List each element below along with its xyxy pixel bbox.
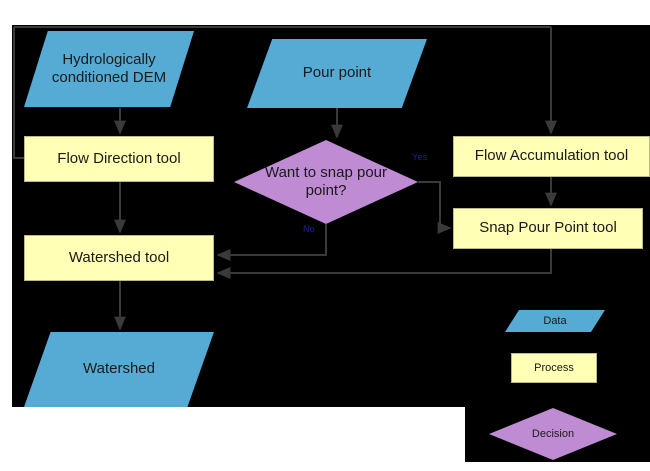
node-label: Watershed tool — [68, 248, 170, 266]
legend-label: Process — [534, 362, 574, 374]
node-label: Pour point — [302, 64, 372, 82]
legend-label: Decision — [531, 428, 575, 440]
node-flow-accumulation-tool[interactable]: Flow Accumulation tool — [453, 136, 650, 177]
legend-label: Data — [543, 315, 567, 327]
branch-label-no: No — [303, 224, 316, 234]
node-label: Watershed — [83, 360, 155, 378]
node-label: Hydrologically conditioned DEM — [51, 50, 167, 86]
branch-label-yes: Yes — [412, 152, 428, 162]
node-flow-direction-tool[interactable]: Flow Direction tool — [24, 136, 214, 182]
legend-item-data: Data — [505, 310, 605, 332]
node-watershed-tool[interactable]: Watershed tool — [24, 235, 214, 281]
wire-left-rail — [13, 27, 24, 159]
wire-decision-no-to-watershedtool — [216, 224, 327, 261]
wire-snap-to-watershedtool — [216, 249, 552, 279]
node-label: Want to snap pour point? — [264, 163, 387, 199]
node-pour-point[interactable]: Pour point — [247, 39, 427, 108]
legend-item-process: Process — [511, 353, 597, 383]
node-hydrologically-conditioned-dem[interactable]: Hydrologically conditioned DEM — [24, 31, 194, 107]
node-label: Flow Accumulation tool — [474, 147, 629, 165]
node-watershed[interactable]: Watershed — [24, 332, 214, 407]
wire-decision-yes-to-snap — [418, 181, 452, 234]
node-snap-pour-point-tool[interactable]: Snap Pour Point tool — [453, 208, 643, 249]
node-label: Flow Direction tool — [57, 149, 181, 167]
node-label: Snap Pour Point tool — [479, 219, 617, 237]
